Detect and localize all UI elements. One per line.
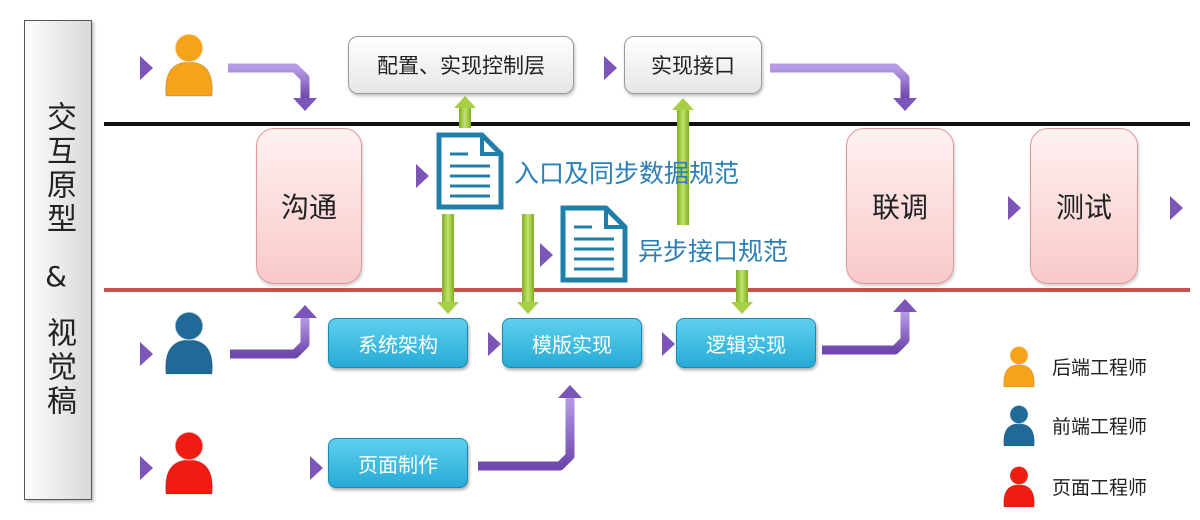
async-interface-spec-label: 异步接口规范	[638, 237, 789, 266]
logic-impl-label: 逻辑实现	[706, 332, 786, 357]
arrow-interface-to-joint-debug	[770, 63, 917, 111]
arrow-arch-to-template	[470, 332, 501, 356]
config-control-layer-box: 配置、实现控制层	[348, 36, 574, 94]
arrow-config-to-interface	[582, 56, 617, 80]
legend-label: 后端工程师	[1052, 356, 1148, 379]
template-impl-box: 模版实现	[502, 318, 642, 368]
arrow-backend-to-communicate	[228, 63, 317, 111]
testing-label: 测试	[1055, 191, 1112, 224]
arrow-logic-to-joint-debug	[822, 299, 917, 355]
arrow-template-to-logic	[644, 332, 675, 356]
arrow-sync-spec-to-system-arch	[437, 214, 459, 314]
legend-label: 前端工程师	[1052, 415, 1148, 438]
frontend-lane-divider	[104, 288, 1190, 292]
frontend-engineer-icon	[165, 311, 213, 375]
implement-interface-box: 实现接口	[624, 36, 762, 94]
page-engineer-icon	[165, 431, 213, 495]
document-icon	[560, 205, 628, 283]
arrow-testing-out	[1146, 196, 1183, 220]
backend-engineer-icon	[1003, 345, 1035, 388]
arrow-async-spec-to-logic	[731, 270, 753, 314]
legend-label: 页面工程师	[1052, 476, 1148, 499]
visual-draft-label: 视觉稿	[41, 317, 76, 419]
system-architecture-box: 系统架构	[328, 318, 468, 368]
arrow-input-to-frontend	[102, 342, 153, 366]
legend-item-page: 页面工程师	[1000, 456, 1147, 516]
ampersand-label: &	[45, 260, 71, 293]
communicate-label: 沟通	[280, 191, 337, 224]
page-making-label: 页面制作	[358, 452, 438, 477]
legend: 后端工程师 前端工程师 页面工程师	[1000, 338, 1147, 516]
legend-item-backend: 后端工程师	[1000, 338, 1147, 394]
backend-engineer-icon	[165, 33, 213, 97]
testing-box: 测试	[1030, 128, 1138, 284]
communicate-box: 沟通	[256, 128, 362, 284]
arrow-communicate-to-sync-spec	[372, 164, 429, 188]
legend-item-frontend: 前端工程师	[1000, 394, 1147, 456]
arrow-page-engineer-to-page-making	[228, 456, 323, 480]
arrow-sync-spec-to-template	[517, 214, 539, 314]
arrow-communicate-to-async-spec	[372, 243, 553, 267]
backend-lane-divider	[104, 122, 1190, 126]
input-panel-prototype-and-visual: 交互原型 & 视觉稿	[24, 20, 92, 500]
page-engineer-icon	[1003, 465, 1035, 508]
arrow-input-to-page-engineer	[102, 456, 153, 480]
joint-debug-box: 联调	[846, 128, 954, 284]
arrow-page-making-to-template	[478, 385, 582, 471]
system-architecture-label: 系统架构	[358, 332, 438, 357]
arrow-input-to-backend	[102, 56, 153, 80]
config-control-layer-label: 配置、实现控制层	[377, 54, 545, 78]
implement-interface-label: 实现接口	[651, 54, 735, 78]
page-making-box: 页面制作	[328, 438, 468, 488]
sync-data-spec-label: 入口及同步数据规范	[514, 159, 740, 188]
prototype-label: 交互原型	[41, 101, 76, 237]
template-impl-label: 模版实现	[532, 332, 612, 357]
document-icon	[436, 132, 504, 210]
arrow-joint-debug-to-testing	[962, 196, 1021, 220]
frontend-engineer-icon	[1003, 404, 1035, 447]
arrow-frontend-to-communicate	[230, 305, 317, 359]
logic-impl-box: 逻辑实现	[676, 318, 816, 368]
joint-debug-label: 联调	[871, 191, 928, 224]
